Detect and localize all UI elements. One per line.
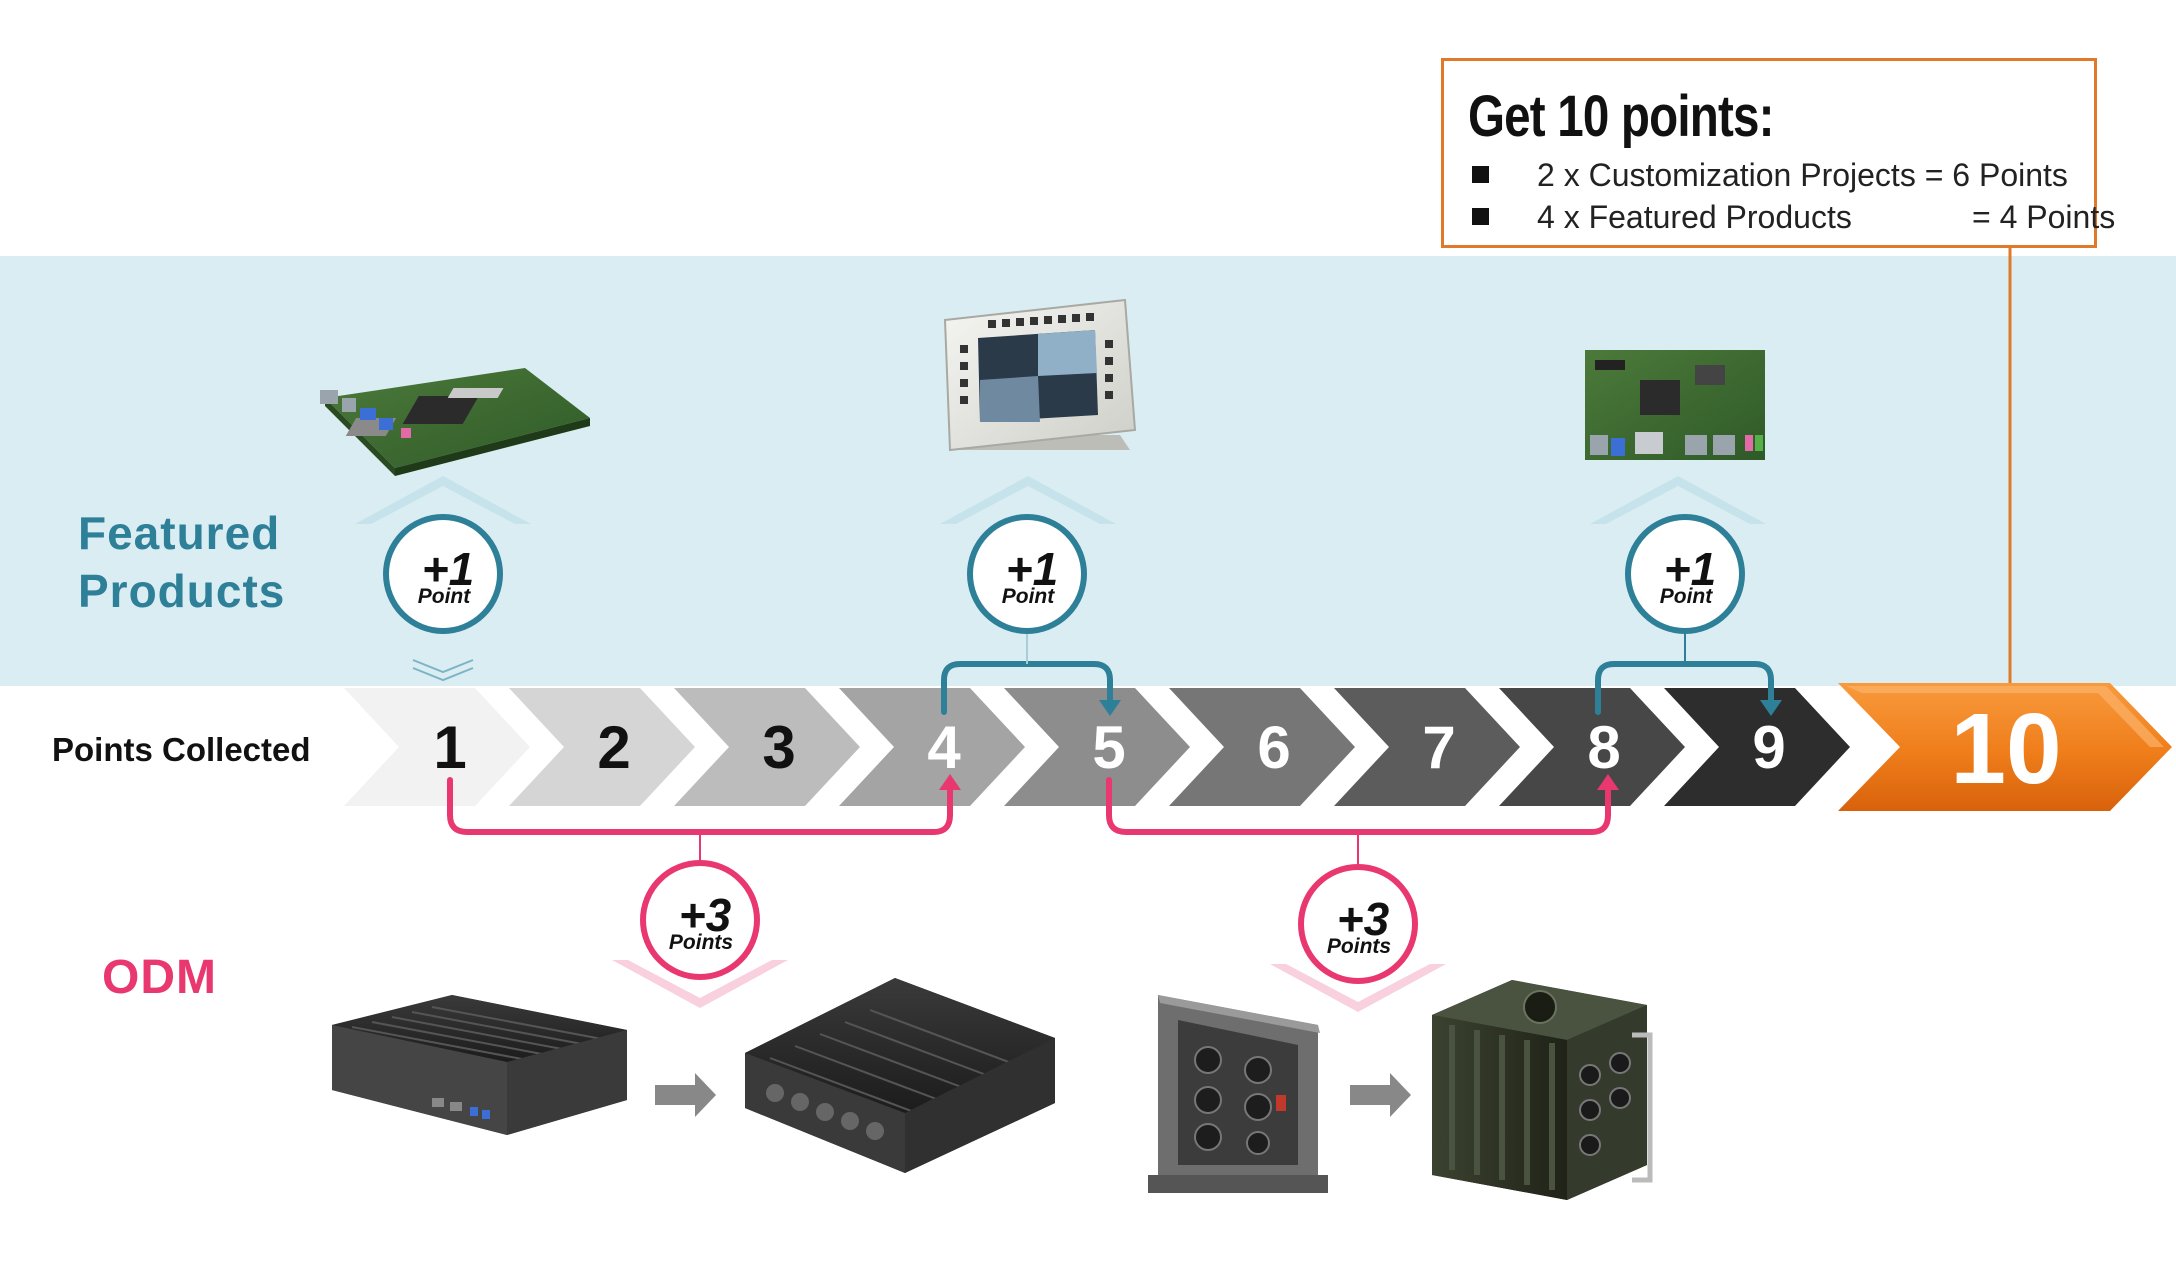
single-board-image [1585, 350, 1765, 460]
points-info-box: Get 10 points: 2 x Customization Project… [1441, 58, 2115, 248]
info-row-featured-value: = 4 Points [1972, 199, 2116, 235]
square-bullet-icon [1472, 208, 1489, 226]
rugged-box-pc-image [745, 978, 1055, 1173]
step-chevron-10 [1838, 683, 2172, 811]
info-row-featured: 4 x Featured Products = 4 Points [1472, 199, 2115, 236]
badge-unit: Points [1327, 935, 1391, 958]
step-numbers: 1 2 3 4 5 6 7 8 9 10 [433, 693, 2061, 805]
odm-badge-1: +3 Points [640, 860, 760, 980]
arrow-right-icon [1350, 1073, 1411, 1117]
points-collected-label: Points Collected [52, 731, 311, 768]
step-number-3: 3 [762, 714, 795, 781]
step-number-1: 1 [433, 714, 466, 781]
badge-chevron-decor [355, 476, 1766, 524]
info-row-customization: 2 x Customization Projects = 6 Points [1472, 157, 2068, 194]
fanless-box-pc-image [332, 995, 627, 1135]
step-number-5: 5 [1092, 714, 1125, 781]
arrowhead-icon [1760, 700, 1782, 716]
badge-unit: Point [418, 585, 471, 608]
badge-value: +1 [1006, 543, 1058, 595]
arrowhead-icon [1597, 774, 1619, 790]
step-10-highlight [1846, 686, 2164, 747]
chevron-down-icon [412, 659, 474, 682]
odm-badge-chevron-decor [612, 960, 1446, 1012]
badge-value: +3 [679, 889, 732, 941]
badge-unit: Point [1002, 585, 1055, 608]
step-number-8: 8 [1587, 714, 1620, 781]
square-bullet-icon [1472, 166, 1489, 184]
step-chevron-4 [839, 688, 1025, 806]
arrowhead-icon [1099, 700, 1121, 716]
badge-value: +1 [1664, 543, 1716, 595]
arrowhead-icon [939, 774, 961, 790]
badge-value: +1 [422, 543, 474, 595]
odm-badge-2: +3 Points [1298, 864, 1418, 984]
step-number-10: 10 [1950, 693, 2061, 805]
arrow-right-icon [655, 1073, 716, 1117]
motherboard-image [320, 368, 590, 476]
step-chevron-6 [1169, 688, 1355, 806]
step-number-2: 2 [597, 714, 630, 781]
step-chevron-5 [1004, 688, 1190, 806]
step-chevron-9 [1664, 688, 1850, 806]
step-number-7: 7 [1422, 714, 1455, 781]
step-number-4: 4 [927, 714, 961, 781]
step-chevron-7 [1334, 688, 1520, 806]
points-collected-chevron [0, 690, 380, 806]
featured-products-label: Featured Products [78, 507, 286, 617]
step-chevron-1 [344, 688, 530, 806]
step-chevrons [344, 683, 2172, 811]
featured-badge-3: +1 Point [1625, 514, 1745, 634]
featured-badge-2: +1 Point [967, 514, 1087, 634]
info-box-title: Get 10 points: [1468, 84, 1774, 149]
badge-unit: Point [1660, 585, 1713, 608]
featured-badge-1: +1 Point [383, 514, 503, 634]
connector-panel-image [1148, 995, 1328, 1193]
step-chevron-3 [674, 688, 860, 806]
rugged-display-image [943, 298, 1137, 452]
step-number-9: 9 [1752, 714, 1785, 781]
odm-label: ODM [102, 951, 217, 1004]
step-number-6: 6 [1257, 714, 1290, 781]
badge-unit: Points [669, 931, 733, 954]
badge-value: +3 [1337, 893, 1390, 945]
step-chevron-2 [509, 688, 695, 806]
step-chevron-8 [1499, 688, 1685, 806]
military-computer-image [1432, 980, 1653, 1200]
